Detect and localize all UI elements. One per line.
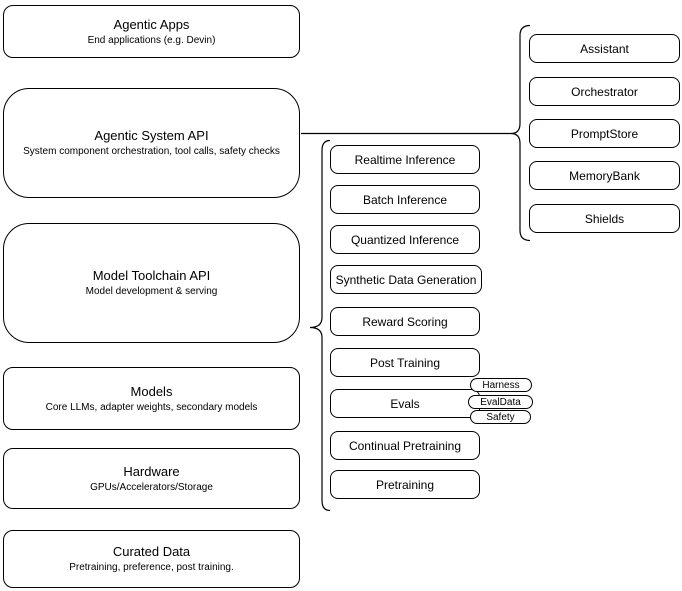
node-model-toolchain-api: Model Toolchain API Model development & … xyxy=(3,223,300,343)
toolchain-item-post-training: Post Training xyxy=(330,348,480,377)
node-subtitle: End applications (e.g. Devin) xyxy=(87,34,216,46)
component-memorybank: MemoryBank xyxy=(529,161,680,190)
node-title: Hardware xyxy=(123,463,180,479)
toolchain-item-reward-scoring: Reward Scoring xyxy=(330,307,480,336)
toolchain-item-realtime-inference: Realtime Inference xyxy=(330,145,480,174)
component-promptstore: PromptStore xyxy=(529,119,680,148)
node-title: Model Toolchain API xyxy=(92,268,211,283)
node-subtitle: Model development & serving xyxy=(85,286,218,297)
evals-tag-harness: Harness xyxy=(470,378,532,392)
brace-system-components xyxy=(510,24,531,242)
node-agentic-apps: Agentic Apps End applications (e.g. Devi… xyxy=(3,5,300,58)
component-shields: Shields xyxy=(529,204,680,233)
component-orchestrator: Orchestrator xyxy=(529,77,680,106)
node-models: Models Core LLMs, adapter weights, secon… xyxy=(3,367,300,430)
toolchain-item-continual-pretraining: Continual Pretraining xyxy=(330,431,480,460)
toolchain-item-quantized-inference: Quantized Inference xyxy=(330,225,480,254)
node-title: Agentic Apps xyxy=(113,16,190,32)
evals-tag-safety: Safety xyxy=(470,410,531,424)
node-subtitle: Core LLMs, adapter weights, secondary mo… xyxy=(45,401,258,413)
toolchain-item-batch-inference: Batch Inference xyxy=(330,185,480,214)
node-title: Agentic System API xyxy=(94,128,209,143)
node-curated-data: Curated Data Pretraining, preference, po… xyxy=(3,530,300,588)
evals-tag-evaldata: EvalData xyxy=(468,395,533,409)
node-subtitle: System component orchestration, tool cal… xyxy=(23,146,280,157)
toolchain-item-synthetic-data-generation: Synthetic Data Generation xyxy=(330,265,482,294)
node-title: Models xyxy=(130,383,173,399)
brace-toolchain xyxy=(309,139,331,512)
node-agentic-system-api: Agentic System API System component orch… xyxy=(3,88,300,198)
node-hardware: Hardware GPUs/Accelerators/Storage xyxy=(3,448,300,509)
component-assistant: Assistant xyxy=(529,34,680,63)
toolchain-item-evals: Evals xyxy=(330,389,480,418)
node-subtitle: Pretraining, preference, post training. xyxy=(69,562,234,573)
toolchain-item-pretraining: Pretraining xyxy=(330,470,480,499)
node-title: Curated Data xyxy=(112,544,191,559)
node-subtitle: GPUs/Accelerators/Storage xyxy=(90,481,213,493)
